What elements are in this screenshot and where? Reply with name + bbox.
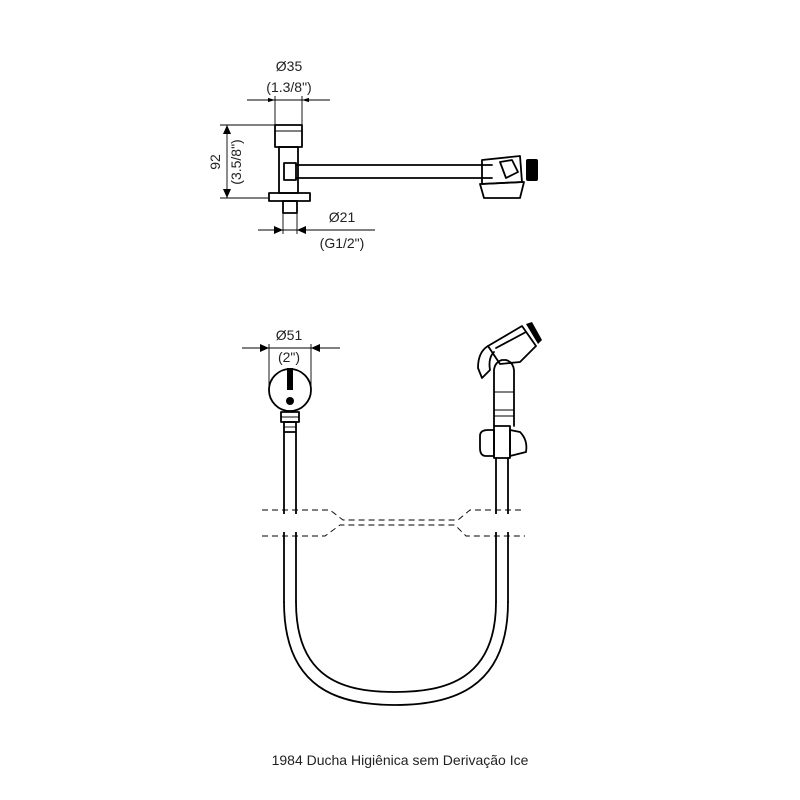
dimension-bottom-diameter: Ø51 (2") (242, 327, 340, 390)
dim-inlet-imperial: (G1/2") (320, 235, 365, 251)
front-view-assembly (262, 322, 542, 706)
side-view-assembly (268, 124, 538, 214)
dim-height-metric: 92 (207, 154, 223, 170)
dimension-height: 92 (3.5/8") (207, 124, 275, 199)
dim-top-diameter-metric: Ø35 (276, 58, 303, 74)
dim-bottom-diameter-imperial: (2") (278, 349, 300, 365)
dim-bottom-diameter-metric: Ø51 (276, 327, 303, 343)
dimension-inlet: Ø21 (G1/2") (258, 209, 375, 251)
drawing-caption: 1984 Ducha Higiênica sem Derivação Ice (271, 752, 529, 768)
dim-top-diameter-imperial: (1.3/8") (266, 79, 311, 95)
dim-inlet-metric: Ø21 (329, 209, 356, 225)
dim-height-imperial: (3.5/8") (228, 139, 244, 184)
dimension-top-diameter: Ø35 (1.3/8") (247, 58, 330, 125)
